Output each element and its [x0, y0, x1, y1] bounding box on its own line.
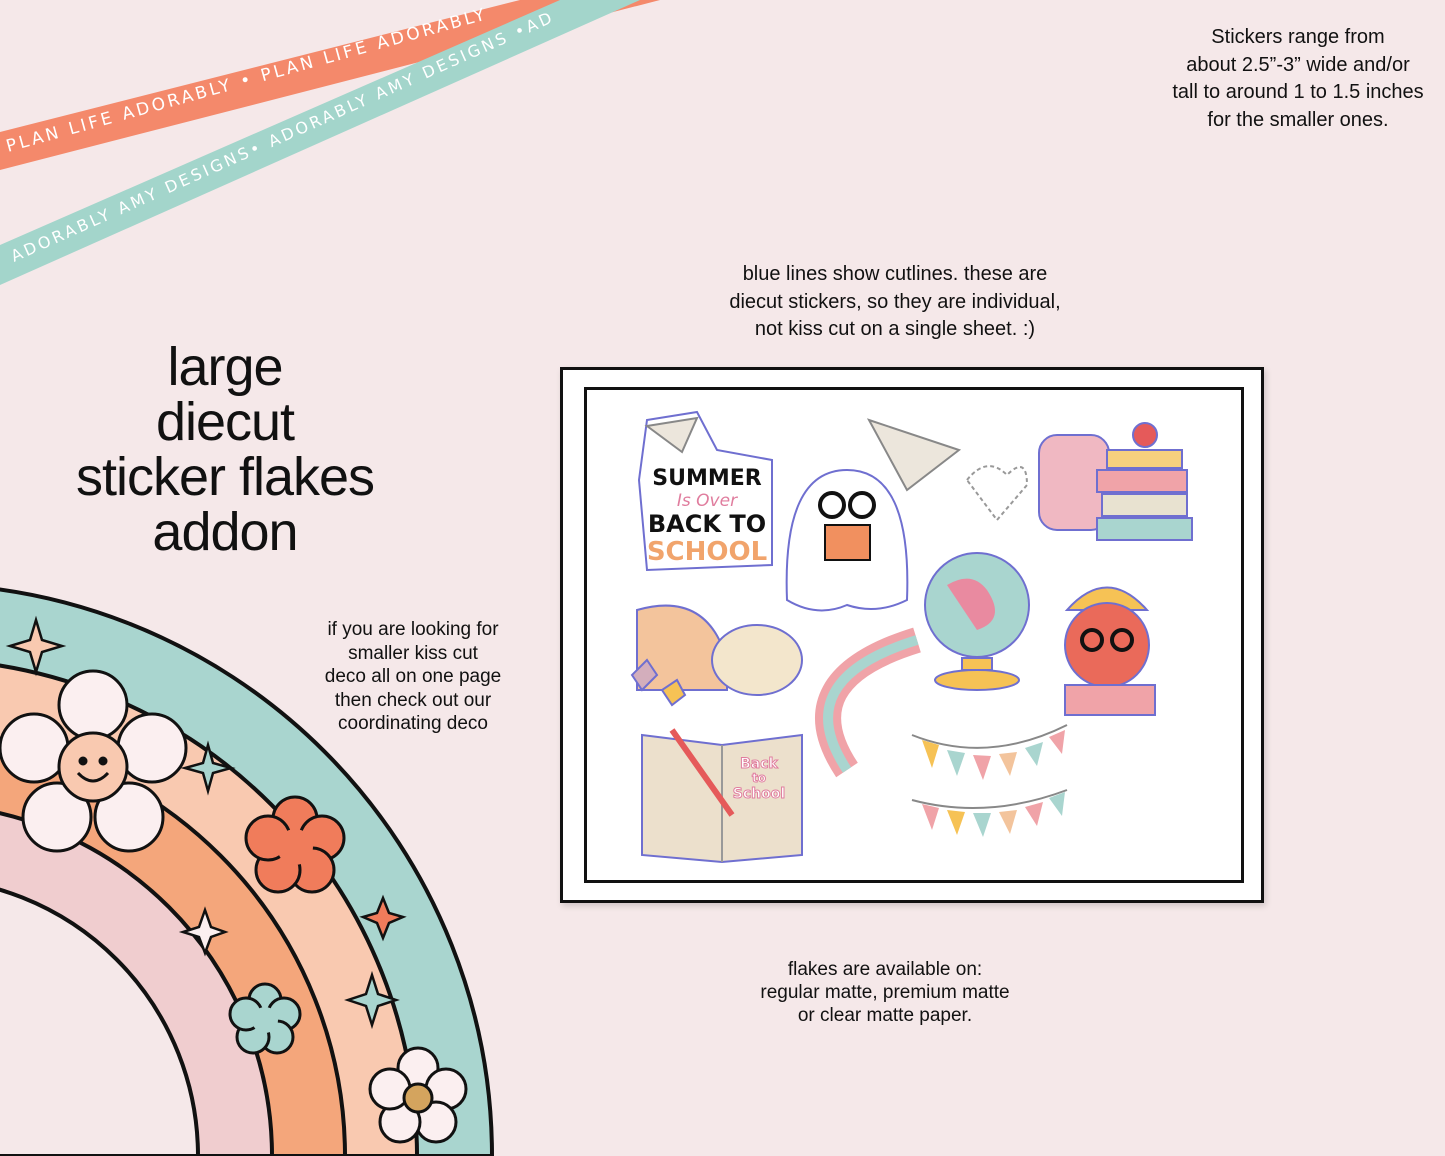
teal-flower-icon: [228, 982, 302, 1055]
paper-note-line: or clear matte paper.: [797, 1005, 973, 1027]
size-note: Stickers range from about 2.5”-3” wide a…: [1150, 24, 1445, 134]
size-note-line: tall to around 1 to 1.5 inches: [1172, 81, 1424, 104]
deco-note-line: smaller kiss cut: [348, 642, 478, 664]
deco-note-line: if you are looking for: [327, 619, 499, 640]
art-palette-sticker: [630, 604, 803, 707]
apple-character-sticker: [1064, 586, 1156, 716]
summer-sticker-text: SUMMER: [652, 466, 762, 491]
title-line: diecut: [155, 392, 295, 452]
rainbow-illustration: [0, 587, 495, 1156]
size-note-line: Stickers range from: [1211, 26, 1385, 48]
open-book-sticker: Back to School: [641, 728, 803, 864]
cutline-note-line: diecut stickers, so they are individual,: [729, 290, 1061, 313]
summer-sticker-text: Is Over: [677, 491, 738, 511]
backpack-books-sticker: [1038, 422, 1193, 541]
rainbow-inner: [0, 887, 201, 1156]
title-line: addon: [152, 502, 298, 562]
sparkle-icon: [359, 894, 407, 942]
paper-note: flakes are available on: regular matte, …: [720, 958, 1050, 1028]
deco-note-line: coordinating deco: [338, 713, 488, 735]
deco-note-line: then check out our: [334, 689, 492, 711]
sparkle-icon: [178, 906, 229, 957]
sparkle-icon: [5, 615, 67, 677]
globe-sticker: [924, 552, 1030, 691]
summer-is-over-sticker: SUMMER Is Over BACK TO SCHOOL: [637, 410, 773, 572]
size-note-line: for the smaller ones.: [1207, 108, 1389, 131]
book-sticker-text: School: [733, 786, 785, 802]
size-note-line: about 2.5”-3” wide and/or: [1186, 53, 1410, 76]
bunting-banner-sticker: [911, 724, 1068, 837]
sticker-sheet: SUMMER Is Over BACK TO SCHOOL: [584, 387, 1244, 883]
orange-flower-icon: [244, 795, 346, 894]
ghost-reading-sticker: [785, 468, 909, 612]
page-title: large diecut sticker flakes addon: [20, 340, 430, 560]
summer-sticker-text: SCHOOL: [647, 537, 767, 567]
book-sticker-text: Back: [740, 756, 778, 772]
title-line: sticker flakes: [75, 447, 375, 507]
paper-note-line: regular matte, premium matte: [760, 982, 1010, 1004]
deco-note: if you are looking for smaller kiss cut …: [290, 618, 536, 736]
cutline-note: blue lines show cutlines. these are diec…: [690, 261, 1100, 344]
smiley-flower-icon: [0, 669, 188, 853]
paper-plane-heart-sticker: [866, 418, 1029, 522]
sticker-sheet-frame: SUMMER Is Over BACK TO SCHOOL: [560, 367, 1264, 903]
summer-sticker-text: BACK TO: [648, 510, 766, 538]
cutline-note-line: blue lines show cutlines. these are: [742, 263, 1048, 285]
paper-note-line: flakes are available on:: [787, 959, 983, 980]
cutline-note-line: not kiss cut on a single sheet. :): [754, 318, 1036, 341]
rainbow-pencil-sticker: [815, 627, 921, 778]
sticker-sheet-illustrations: SUMMER Is Over BACK TO SCHOOL: [630, 410, 1193, 864]
book-sticker-text: to: [752, 771, 766, 785]
sparkle-icon: [344, 970, 400, 1030]
sparkle-icon: [180, 740, 236, 796]
deco-note-line: deco all on one page: [324, 666, 502, 688]
white-flower-icon: [368, 1046, 468, 1144]
title-line: large: [167, 337, 283, 397]
ribbons: PLAN LIFE ADORABLY • PLAN LIFE ADORABLY …: [0, 0, 660, 285]
